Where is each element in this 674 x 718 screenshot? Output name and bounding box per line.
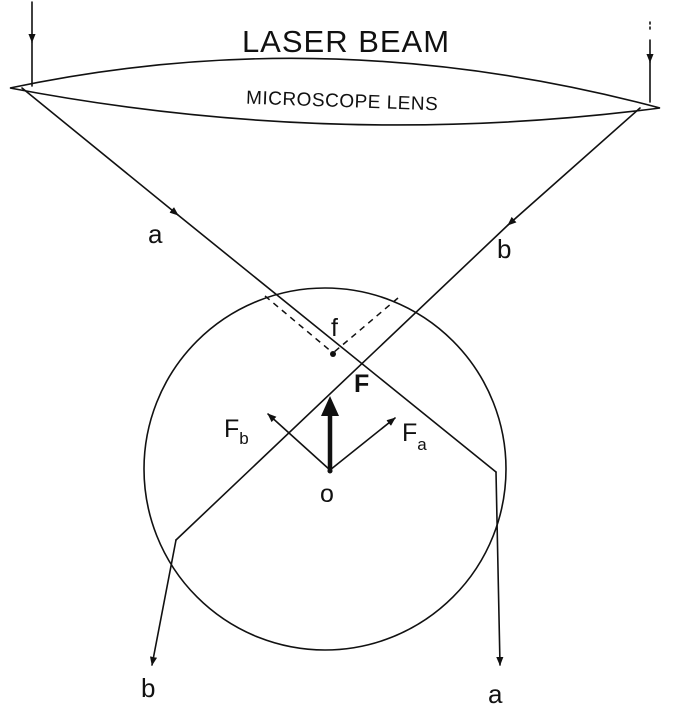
- force-a-label-sub: a: [417, 435, 427, 454]
- force-a-arrow: [329, 417, 396, 471]
- laser-beam-title: LASER BEAM: [242, 24, 450, 59]
- net-force-arrow-head: [321, 396, 339, 416]
- focus-extrapolation-lines: [264, 295, 399, 354]
- ray-a-label-bottom: a: [488, 679, 503, 709]
- force-b-label-sub: b: [239, 429, 248, 448]
- net-force-label: F: [354, 370, 369, 398]
- trapped-particle-circle: [143, 287, 507, 651]
- ray-a-label-top: a: [148, 219, 163, 249]
- microscope-lens: [9, 57, 661, 126]
- focus-label: f: [331, 314, 338, 342]
- ray-b-label-top: b: [497, 234, 511, 264]
- particle-center-point: [327, 468, 333, 474]
- ray-b: [149, 107, 641, 666]
- force-b-label-main: F: [224, 415, 239, 443]
- center-label: o: [320, 480, 334, 508]
- force-b-arrow: [267, 413, 331, 471]
- ray-a: [21, 87, 504, 666]
- microscope-lens-label: MICROSCOPE LENS: [246, 88, 439, 116]
- ray-b-label-bottom: b: [141, 673, 155, 703]
- force-b-label: Fb: [224, 415, 249, 448]
- focus-point: [330, 351, 336, 357]
- force-a-label-main: F: [402, 419, 417, 447]
- force-a-label: Fa: [402, 419, 427, 454]
